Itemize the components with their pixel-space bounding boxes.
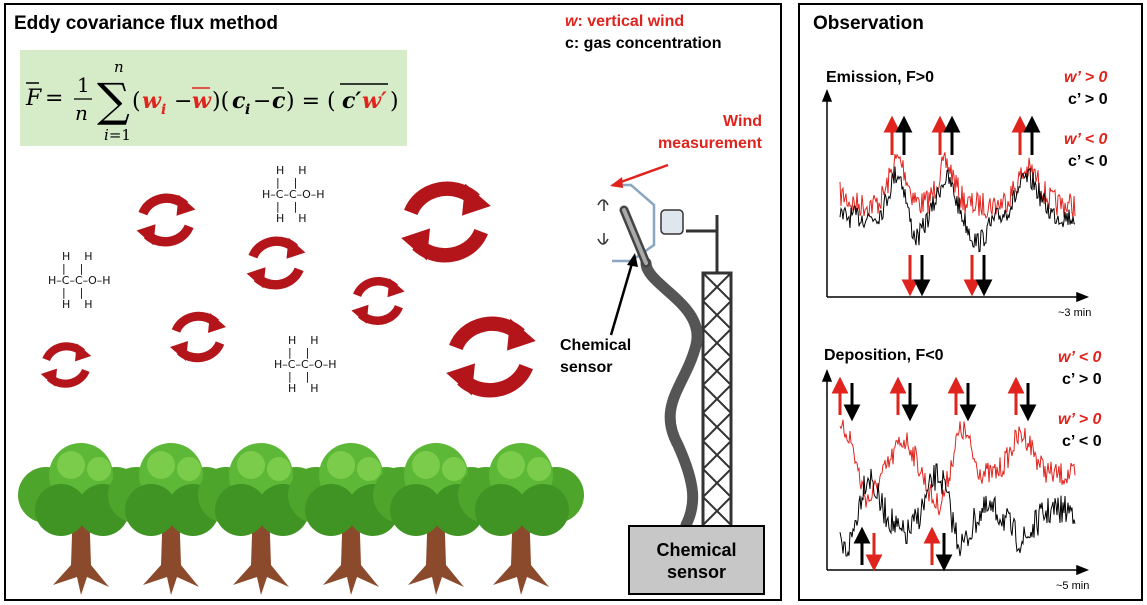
- panel-title: Observation: [813, 13, 924, 34]
- chemical-sensor-box: Chemical sensor: [628, 525, 765, 595]
- emission-c-pos: c’ > 0: [1068, 91, 1108, 108]
- eddy-icon: [247, 238, 306, 288]
- emission-wind-signal: [839, 152, 1076, 219]
- deposition-w-neg: w’ < 0: [1058, 349, 1102, 366]
- emission-w-neg: w’ < 0: [1064, 131, 1108, 148]
- svg-text:−: −: [174, 89, 192, 114]
- eddy-covariance-panel: Eddy covariance flux method w: vertical …: [4, 3, 782, 601]
- deposition-c-neg: c’ < 0: [1062, 433, 1102, 450]
- eddy-icon: [137, 195, 196, 245]
- svg-text:) = (: ) = (: [286, 89, 336, 114]
- legend-w-text: : vertical wind: [577, 13, 685, 30]
- eddy-icon: [41, 343, 91, 386]
- eddy-icon: [170, 313, 226, 361]
- molecule-formula: H–C–C–O–H: [274, 358, 337, 371]
- svg-text:c: c: [232, 88, 246, 114]
- emission-time: ~3 min: [1058, 307, 1092, 319]
- svg-text:−: −: [253, 89, 271, 114]
- ethanol-molecule: H H | | H–C–C–O–H | | H H: [48, 250, 111, 311]
- sensor-arrow: [609, 253, 638, 336]
- svg-text:i=1: i=1: [104, 126, 131, 144]
- wind-arrow: [610, 163, 669, 188]
- eddy-icon: [351, 278, 404, 324]
- eddy-icon: [401, 184, 491, 261]
- svg-text:c: c: [272, 88, 286, 114]
- svg-text:i: i: [161, 102, 166, 118]
- observation-panel: Observation Emission, F>0 w’ > 0 c’ > 0 …: [798, 3, 1143, 601]
- svg-text:(: (: [132, 89, 141, 114]
- observation-plots: [821, 88, 1090, 576]
- svg-text:F: F: [25, 86, 42, 111]
- illustration: [18, 163, 733, 595]
- svg-text:w′: w′: [362, 88, 387, 114]
- deposition-w-pos: w’ > 0: [1058, 411, 1102, 428]
- panel-title: Eddy covariance flux method: [14, 13, 278, 34]
- ethanol-molecule: H H | | H–C–C–O–H | | H H: [262, 164, 325, 225]
- molecule-formula: H–C–C–O–H: [262, 188, 325, 201]
- svg-text:w: w: [142, 88, 162, 114]
- flux-formula: F = 1 n ∑ n i=1 ( w i − w )( c i − c: [20, 50, 407, 146]
- formula-graphic: F = 1 n ∑ n i=1 ( w i − w )( c i − c: [25, 58, 399, 144]
- deposition-concentration-signal: [839, 463, 1076, 557]
- emission-signals: [839, 152, 1076, 253]
- deposition-wind-signal: [839, 419, 1076, 516]
- emission-axes: [821, 88, 1090, 303]
- svg-text:)(: )(: [212, 89, 229, 114]
- emission-concentration-signal: [839, 166, 1076, 253]
- svg-text:w: w: [192, 88, 212, 114]
- svg-text:n: n: [75, 101, 88, 125]
- svg-text:n: n: [114, 58, 124, 76]
- svg-text:): ): [390, 89, 399, 114]
- anemometer-icon: [597, 183, 684, 263]
- emission-title: Emission, F>0: [826, 69, 935, 86]
- svg-text:=: =: [45, 86, 63, 111]
- svg-text:i: i: [245, 102, 250, 118]
- chemical-sensor-label: Chemical sensor: [560, 337, 632, 376]
- legend-concentration: c: gas concentration: [565, 35, 722, 52]
- ethanol-molecule: H H | | H–C–C–O–H | | H H: [274, 334, 337, 395]
- tree-icon: [458, 443, 584, 595]
- molecule-formula: H–C–C–O–H: [48, 274, 111, 287]
- deposition-arrows: [831, 376, 1037, 572]
- deposition-signals: [839, 419, 1076, 557]
- eddy-icon: [446, 319, 536, 396]
- deposition-axes: [821, 368, 1090, 576]
- emission-c-neg: c’ < 0: [1068, 153, 1108, 170]
- deposition-time: ~5 min: [1056, 580, 1090, 592]
- wind-measurement-label: Wind measurement: [657, 113, 762, 152]
- legend-wind: w: vertical wind: [565, 13, 684, 31]
- svg-text:c′: c′: [342, 88, 361, 114]
- svg-text:∑: ∑: [97, 73, 130, 127]
- deposition-c-pos: c’ > 0: [1062, 371, 1102, 388]
- emission-arrows: [883, 115, 1041, 297]
- emission-w-pos: w’ > 0: [1064, 69, 1108, 86]
- sensor-tube-icon: [619, 205, 703, 531]
- legend-w-symbol: w: [565, 13, 578, 30]
- svg-text:1: 1: [77, 73, 90, 97]
- deposition-title: Deposition, F<0: [824, 347, 944, 364]
